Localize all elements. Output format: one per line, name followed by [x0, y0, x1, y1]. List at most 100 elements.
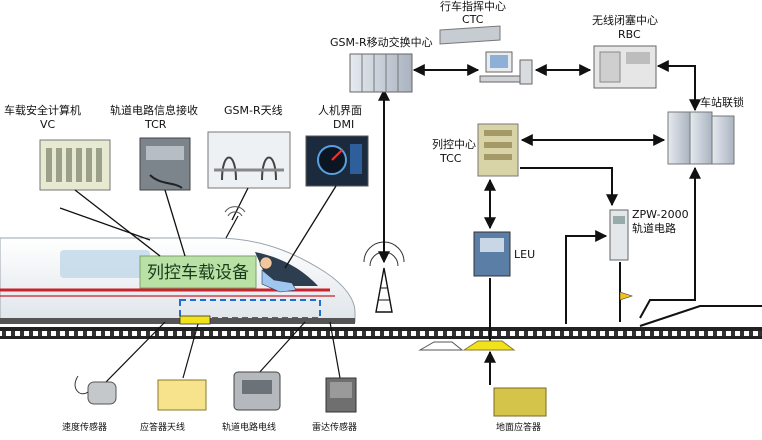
- sleeper: [452, 331, 456, 336]
- train-antenna-icon: [224, 206, 246, 239]
- tcc-zpw-line: [520, 167, 618, 207]
- rbc-name: 无线闭塞中心: [592, 13, 658, 27]
- sleeper: [614, 331, 618, 336]
- sleeper: [443, 331, 447, 336]
- sleeper: [2, 331, 6, 336]
- rbc-center: 无线闭塞中心 RBC: [592, 13, 658, 89]
- sleeper: [38, 331, 42, 336]
- sleeper: [596, 331, 600, 336]
- sleeper: [398, 331, 402, 336]
- sleeper: [164, 331, 168, 336]
- sleeper: [173, 331, 177, 336]
- sleeper: [713, 331, 717, 336]
- sleeper: [353, 331, 357, 336]
- sleeper: [524, 331, 528, 336]
- ctc-center: 行车指挥中心 CTC: [439, 0, 533, 85]
- sleeper: [281, 331, 285, 336]
- tcc-abbr: TCC: [439, 152, 462, 165]
- sleeper: [461, 331, 465, 336]
- gsmr-antenna-device: GSM-R天线: [207, 103, 291, 189]
- sleeper: [704, 331, 708, 336]
- zpw-device: ZPW-2000 轨道电路: [609, 208, 689, 261]
- speed-sensor-label: 速度传感器: [62, 421, 107, 433]
- sleeper: [317, 331, 321, 336]
- sleeper: [407, 331, 411, 336]
- radar-label: 雷达传感器: [312, 421, 357, 433]
- sleeper: [515, 331, 519, 336]
- dmi-name: 人机界面: [318, 103, 362, 117]
- sleeper: [227, 331, 231, 336]
- sleeper: [155, 331, 159, 336]
- sleeper: [335, 331, 339, 336]
- sleeper: [560, 331, 564, 336]
- sleeper: [263, 331, 267, 336]
- sleeper: [605, 331, 609, 336]
- dmi-device: 人机界面 DMI: [305, 103, 369, 187]
- balise-antenna-label: 应答器天线: [140, 421, 185, 433]
- sensor-links: [104, 321, 341, 384]
- sleeper: [83, 331, 87, 336]
- sleeper: [11, 331, 15, 336]
- active-balise-icon: [462, 340, 516, 351]
- sleeper: [497, 331, 501, 336]
- sleeper: [551, 331, 555, 336]
- sleeper: [209, 331, 213, 336]
- sleeper: [389, 331, 393, 336]
- vc-device: 车载安全计算机 VC: [4, 103, 111, 191]
- sleeper: [569, 331, 573, 336]
- sleeper: [380, 331, 384, 336]
- sleeper: [623, 331, 627, 336]
- sleeper: [65, 331, 69, 336]
- sleeper: [668, 331, 672, 336]
- sleeper: [254, 331, 258, 336]
- sleeper: [587, 331, 591, 336]
- sleeper: [740, 331, 744, 336]
- onboard-equipment-box: 列控车载设备: [139, 255, 257, 289]
- sleeper: [641, 331, 645, 336]
- sleeper: [290, 331, 294, 336]
- gsmr-switch-center: GSM-R移动交换中心: [330, 35, 433, 93]
- sleeper: [308, 331, 312, 336]
- sleeper: [137, 331, 141, 336]
- sleeper: [686, 331, 690, 336]
- sleeper: [299, 331, 303, 336]
- sleeper: [56, 331, 60, 336]
- sleeper: [506, 331, 510, 336]
- radar-sensor-device: 雷达传感器: [312, 377, 357, 433]
- tcr-device: 轨道电路信息接收 TCR: [110, 103, 198, 191]
- speed-sensor-device: 速度传感器: [62, 375, 117, 433]
- vc-name: 车载安全计算机: [4, 103, 81, 117]
- ground-balise-device: 地面应答器: [493, 387, 547, 433]
- sleeper: [47, 331, 51, 336]
- passive-balise-icon: [418, 341, 464, 351]
- vc-abbr: VC: [40, 118, 56, 131]
- zpw-sub: 轨道电路: [632, 221, 676, 235]
- leu-device: LEU: [473, 231, 535, 277]
- sleeper: [218, 331, 222, 336]
- track-circuit-antenna-device: 轨道电路电线: [222, 371, 281, 433]
- tcr-abbr: TCR: [144, 118, 167, 131]
- ctc-name: 行车指挥中心: [440, 0, 506, 13]
- balise-antenna-device: 应答器天线: [140, 379, 207, 433]
- zpw-track-line-1: [565, 230, 608, 324]
- sleeper: [650, 331, 654, 336]
- tcc-name: 列控中心: [432, 137, 476, 151]
- sleeper: [272, 331, 276, 336]
- sleeper: [146, 331, 150, 336]
- sleeper: [236, 331, 240, 336]
- sleeper: [578, 331, 582, 336]
- sleeper: [425, 331, 429, 336]
- sleeper: [416, 331, 420, 336]
- sleeper: [434, 331, 438, 336]
- rbc-abbr: RBC: [618, 28, 641, 41]
- track-antenna-label: 轨道电路电线: [222, 421, 276, 433]
- onboard-label: 列控车载设备: [147, 263, 249, 283]
- sleeper: [542, 331, 546, 336]
- sleeper: [731, 331, 735, 336]
- ground-balise-label: 地面应答器: [496, 421, 541, 433]
- interlock-track-line: [639, 166, 701, 319]
- gsmr-switch-label: GSM-R移动交换中心: [330, 35, 433, 49]
- diverging-track: [639, 305, 762, 327]
- sleeper: [110, 331, 114, 336]
